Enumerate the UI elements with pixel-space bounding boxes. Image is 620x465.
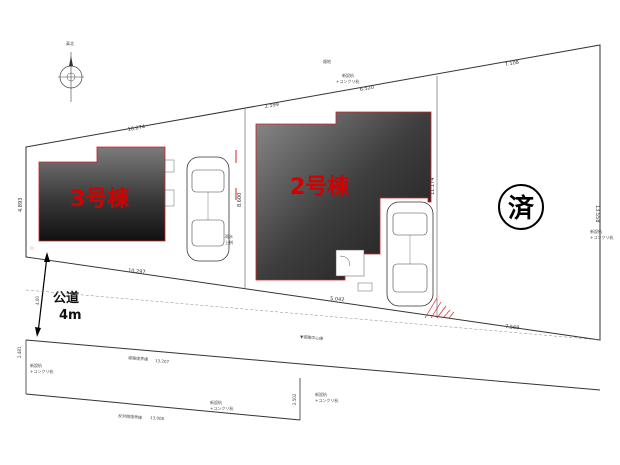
- building-2-footprint: [255, 111, 432, 281]
- boundary-mark-road-mid: 新設杭 +コンクリ杭: [210, 399, 233, 411]
- dim-right-side: 13.558: [594, 205, 600, 223]
- svg-text:+コンクリ杭: +コンクリ杭: [30, 368, 53, 374]
- building-2-label: 2号棟: [290, 174, 350, 200]
- svg-text:新設杭: 新設杭: [590, 228, 602, 234]
- dim-top-right: 7.108: [504, 60, 519, 68]
- sewer-label: 雨水: [225, 233, 233, 239]
- svg-text:+コンクリ杭: +コンクリ杭: [315, 397, 338, 403]
- dim-road-right: 2.502: [292, 393, 297, 405]
- svg-text:新設杭: 新設杭: [210, 399, 222, 405]
- entrance-stairs: [335, 249, 365, 277]
- road-boundary-label: 道路境界線: [128, 354, 148, 362]
- building-3-label: 3号棟: [70, 186, 130, 212]
- boundary-mark-right: 新設杭 +コンクリ杭: [590, 228, 613, 240]
- boundary-mark-road-right: 新設杭 +コンクリ杭: [315, 391, 338, 403]
- road-center-line: [25, 289, 601, 341]
- building-3-footprint: [38, 146, 166, 242]
- dim-bottom-left: 10.297: [128, 268, 146, 276]
- dim-small-vert: 11.174: [430, 178, 436, 196]
- road-label-line1: 公道: [53, 290, 79, 306]
- building-2: 2号棟: [255, 111, 432, 292]
- corner-marker: ○: [30, 245, 34, 250]
- dim-road-left: 2.481: [17, 346, 22, 358]
- road-opposite-label: 反対側境界線: [118, 412, 142, 420]
- north-label: 真北: [66, 40, 74, 46]
- road-center-label: ▼道路中心線: [300, 333, 324, 341]
- corner-hatch: [424, 297, 455, 319]
- dim-bottom-right: 7.569: [505, 324, 520, 331]
- sold-mark: 済: [498, 184, 544, 230]
- boundary-mark-road-left: 新設杭 +コンクリ杭: [30, 362, 53, 374]
- dim-top-left: 10.274: [127, 124, 145, 133]
- dim-top-mid2: 6.520: [359, 85, 374, 93]
- car-lot-2: [386, 201, 434, 307]
- boundary-mark-label: 新設杭: [342, 72, 354, 78]
- road-boundary-lower: [25, 393, 301, 421]
- road-width-arrow: [35, 252, 50, 337]
- dim-road-bottom: 13.207: [155, 358, 170, 364]
- road-boundary-upper: [25, 339, 601, 391]
- neighbor-label: 畑地: [323, 58, 331, 64]
- car-lot-3: [186, 156, 230, 262]
- dim-road-bottom2: 13.008: [150, 415, 165, 421]
- building-3: 3号棟: [38, 146, 175, 242]
- dim-road-width-left: 4.00: [35, 296, 40, 305]
- dim-divider: 8.600: [237, 193, 243, 207]
- boundary-mark-top: 新設杭 +コンクリ杭: [336, 72, 359, 84]
- dim-left-side: 4.893: [18, 198, 24, 212]
- svg-text:+コンクリ杭: +コンクリ杭: [210, 405, 233, 411]
- sold-mark-text: 済: [508, 193, 535, 224]
- dim-bottom-mid: 5.042: [330, 296, 345, 303]
- boundary-mark-sub: +コンクリ杭: [336, 78, 359, 84]
- svg-text:+コンクリ杭: +コンクリ杭: [590, 234, 613, 240]
- road-label-line2: 4m: [59, 308, 82, 323]
- svg-text:新設杭: 新設杭: [315, 391, 327, 397]
- svg-text:新設杭: 新設杭: [30, 362, 42, 368]
- north-compass: 真北: [58, 40, 84, 102]
- sewer-sub: 上桝: [225, 239, 233, 245]
- dim-top-mid: 2.599: [264, 102, 279, 110]
